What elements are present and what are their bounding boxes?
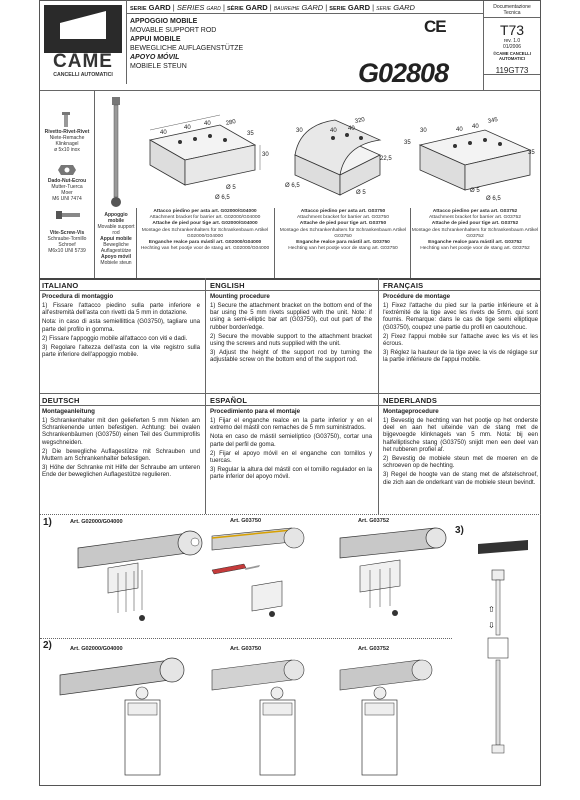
dim-1-1: 40 — [160, 130, 167, 136]
dim-3-3: 40 — [472, 124, 479, 130]
hole-2: Ø 6,5 — [285, 183, 300, 189]
product-line: SERIE GARD | SERIES GARD | SÉRIE GARD | … — [130, 3, 415, 12]
es-title: ESPAÑOL — [210, 396, 248, 405]
dim-1-2: 40 — [184, 125, 191, 131]
dim-1-4: 35 — [247, 131, 254, 137]
doc-box: Documentazione Tecnica T73 rev. 1.0 01/2… — [483, 1, 540, 90]
step1-art1: Art. G02000/G04000 — [70, 519, 123, 525]
step2-drawing-b — [211, 659, 305, 776]
en-sub: Mounting procedure — [210, 293, 270, 300]
step-1-label: 1) — [43, 517, 52, 528]
support-rod-drawing — [111, 97, 121, 207]
dim-2-3: 40 — [348, 126, 355, 132]
title-de: BEWEGLICHE AUFLAGENSTÜTZE — [130, 45, 244, 52]
hole-2b: Ø 5 — [356, 190, 366, 196]
step2-art3: Art. G03752 — [358, 646, 390, 652]
step3-drawing: ⇧ ⇩ — [478, 540, 528, 754]
step-2-label: 2) — [43, 640, 52, 651]
bracket-g02000 — [148, 114, 261, 186]
screw-drawing — [56, 211, 80, 219]
title-fr: APPUI MOBILE — [130, 36, 181, 43]
doc-code: T73 — [499, 22, 525, 38]
step2-art1: Art. G02000/G04000 — [70, 646, 123, 652]
ce-mark: CE — [424, 17, 447, 36]
bracket-g03752 — [418, 129, 532, 191]
step2-drawing-a — [59, 657, 185, 776]
dim-3-4: 35 — [528, 150, 535, 156]
dim-2-2: 40 — [330, 128, 337, 134]
svg-text:⇩: ⇩ — [488, 621, 495, 630]
title-it: APPOGGIO MOBILE — [130, 18, 198, 25]
dim-1-3: 40 — [204, 121, 211, 127]
nl-title: NEDERLANDS — [383, 396, 438, 405]
de-title: DEUTSCH — [42, 396, 80, 405]
title-es: APOYO MÓVIL — [130, 54, 180, 61]
step-3-label: 3) — [455, 525, 464, 536]
product-code: G02808 — [358, 58, 449, 88]
dim-3-2: 40 — [456, 127, 463, 133]
doc-date: 01/2006 — [502, 44, 522, 50]
de-body: 1) Schrankenhalter mit den gelieferten 5… — [42, 417, 200, 479]
dim-2-4: 22,5 — [380, 156, 392, 162]
it-body: 1) Fissare l'attacco piedino sulla parte… — [42, 302, 200, 359]
it-title: ITALIANO — [42, 281, 79, 290]
step1-drawing-a — [77, 530, 203, 621]
nl-sub: Montageprocedure — [383, 408, 439, 415]
step2-drawing-c — [339, 659, 433, 776]
brand-name: CAME — [53, 51, 113, 72]
bracket-g03750 — [294, 119, 382, 196]
nut-drawing — [58, 165, 76, 175]
dim-2-0: 30 — [296, 128, 303, 134]
caption-g02000: Attacco piedino per asta art. G02000/G04… — [140, 209, 270, 252]
title-en: MOVABLE SUPPORT ROD — [130, 27, 217, 34]
es-sub: Procedimiento para el montaje — [210, 408, 301, 415]
pl-2: SÉRIE GARD — [227, 3, 268, 12]
pl-3: BAUREIHE GARD — [273, 3, 324, 12]
pl-1: SERIES GARD — [176, 3, 221, 12]
logo-mark — [44, 5, 122, 53]
pl-5: SERIE GARD — [376, 3, 415, 12]
title-list: APPOGGIO MOBILE MOVABLE SUPPORT ROD APPU… — [130, 17, 320, 71]
es-body: 1) Fijar el enganche realce en la parte … — [210, 417, 372, 481]
dim-3-0: 30 — [420, 128, 427, 134]
de-sub: Montageanleitung — [42, 408, 95, 415]
doc-copyright: ©CAME CANCELLI AUTOMATICI — [493, 51, 531, 61]
step1-art2: Art. G03750 — [230, 518, 262, 524]
step1-drawing-b — [211, 527, 305, 617]
pl-0: SERIE GARD — [130, 3, 171, 12]
fr-sub: Procédure de montage — [383, 293, 451, 300]
en-title: ENGLISH — [210, 281, 245, 290]
en-body: 1) Secure the attachment bracket on the … — [210, 302, 372, 364]
fr-title: FRANÇAIS — [383, 281, 424, 290]
it-sub: Procedura di montaggio — [42, 293, 114, 300]
dim-2-5: 35 — [404, 140, 411, 146]
step1-art3: Art. G03752 — [358, 518, 390, 524]
svg-text:⇧: ⇧ — [488, 605, 495, 614]
hole-1b: Ø 6,5 — [215, 195, 230, 201]
doc-rev: rev. 1.0 — [503, 38, 521, 44]
step1-drawing-c — [339, 527, 447, 616]
rivet-drawing — [62, 112, 70, 127]
doc-label: Documentazione Tecnica — [493, 4, 531, 16]
nl-body: 1) Bevestig de hechting van het pootje o… — [383, 417, 538, 486]
logo-block: CAME CANCELLI AUTOMATICI — [40, 1, 126, 84]
title-nl: MOBIELE STEUN — [130, 63, 187, 70]
pl-4: SERIE GARD — [329, 3, 370, 12]
hole-3: Ø 5 — [470, 188, 480, 194]
doc-ref: 119GT73 — [495, 66, 529, 75]
step2-art2: Art. G03750 — [230, 646, 262, 652]
fr-body: 1) Fixez l'attache du pied sur la partie… — [383, 302, 538, 364]
hole-1: Ø 5 — [226, 185, 236, 191]
brand-sub: CANCELLI AUTOMATICI — [53, 72, 113, 78]
dim-1-5: 30 — [262, 152, 269, 158]
hole-3b: Ø 6,5 — [486, 196, 501, 202]
